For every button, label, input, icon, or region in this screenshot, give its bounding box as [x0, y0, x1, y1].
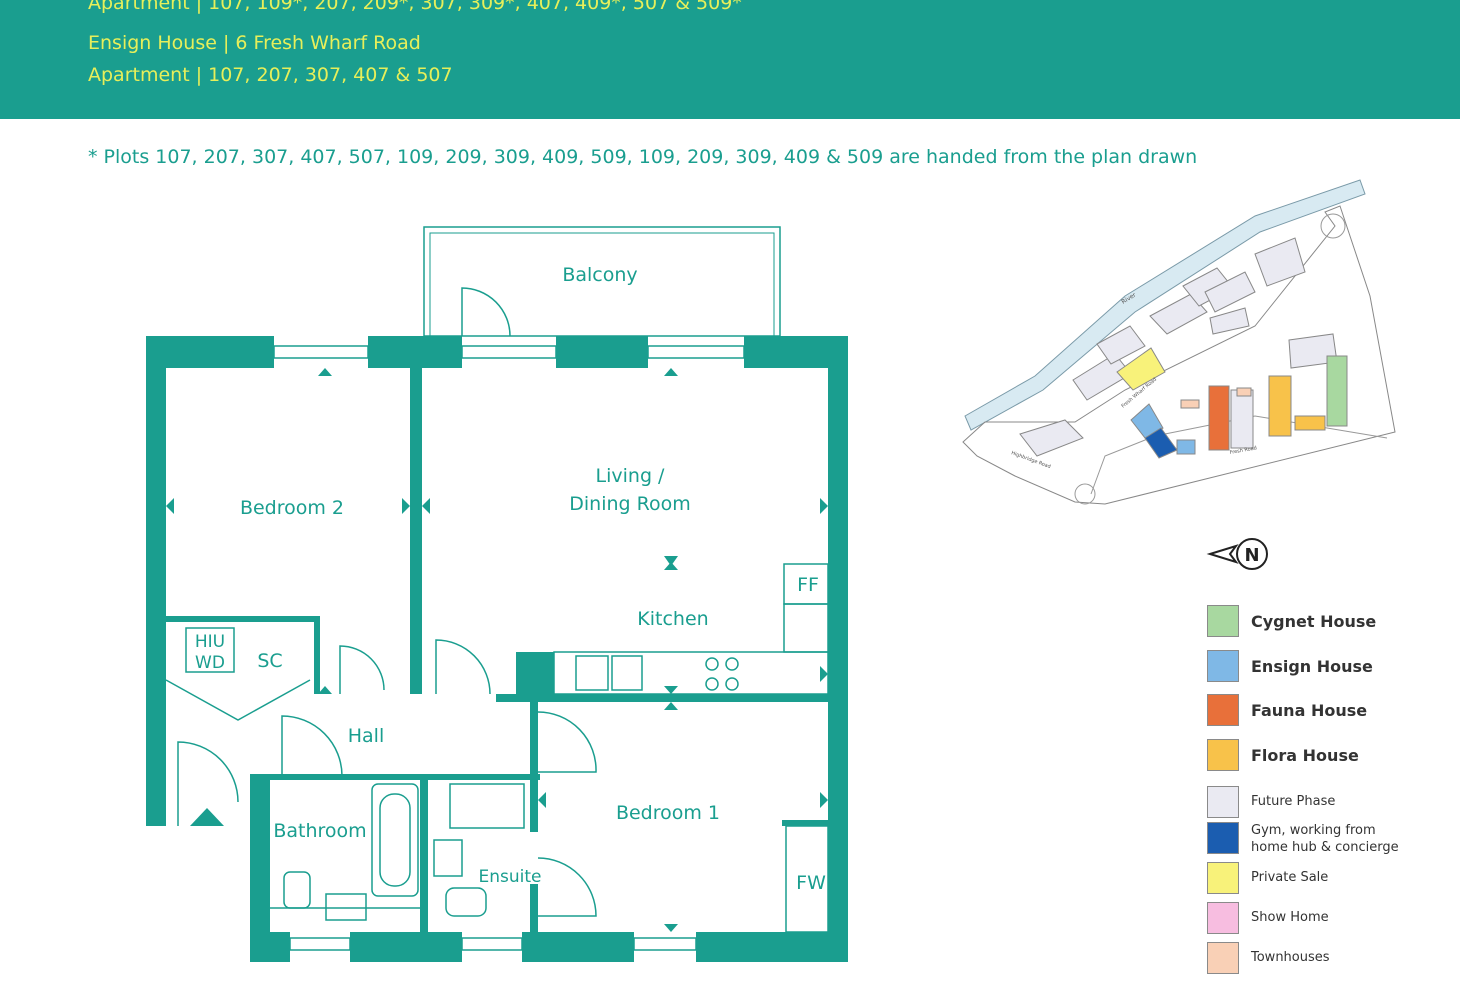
site-flora-house [1268, 375, 1292, 437]
site-fauna-house [1208, 385, 1230, 451]
wall-sc-top [166, 616, 318, 622]
wall-left [146, 336, 166, 826]
header-line-2: Ensign House | 6 Fresh Wharf Road [88, 32, 421, 54]
wall-kitchen-block [516, 652, 554, 694]
legend-swatch [1207, 942, 1239, 974]
legend-label: Ensign House [1251, 657, 1373, 676]
legend-label: Cygnet House [1251, 612, 1377, 631]
header-line-3: Apartment | 107, 207, 307, 407 & 507 [88, 64, 453, 86]
legend-label: Fauna House [1251, 701, 1368, 720]
legend-label: Private Sale [1251, 870, 1329, 885]
site-road-2: Fresh Road [1229, 445, 1257, 456]
header-line-1: Apartment | 107, 109*, 207, 209*, 307, 3… [88, 0, 742, 14]
legend-label: Show Home [1251, 910, 1329, 925]
legend-swatch [1207, 902, 1239, 934]
label-kitchen: Kitchen [637, 608, 708, 630]
site-map: River Fresh Wharf Road Fresh Road Highbr… [962, 179, 1396, 505]
site-cygnet-house [1326, 355, 1348, 427]
compass-n-label: N [1244, 545, 1259, 566]
wall-kitchen-bottom [496, 694, 828, 702]
legend-swatch [1207, 862, 1239, 894]
north-compass-icon: N [1206, 538, 1268, 570]
label-bedroom-2: Bedroom 2 [240, 497, 344, 519]
legend-swatch [1207, 739, 1239, 771]
legend-swatch [1207, 650, 1239, 682]
legend-label: Future Phase [1251, 794, 1336, 809]
label-bedroom-1: Bedroom 1 [616, 802, 720, 824]
site-private-sale [1116, 347, 1166, 391]
label-sc: SC [257, 650, 282, 672]
legend-label: Townhouses [1251, 950, 1330, 965]
wall-fw [782, 820, 828, 826]
wall-top-left [146, 336, 274, 368]
wall-right [828, 336, 848, 962]
wall-bath-left [250, 776, 270, 962]
label-hiu: HIU [195, 632, 225, 652]
label-living-2: Dining Room [569, 493, 690, 515]
legend-swatch [1207, 786, 1239, 818]
site-outline [962, 205, 1396, 505]
wall-ens-right [530, 884, 538, 934]
wall-bottom-4 [696, 932, 848, 962]
site-ensign-house [1130, 403, 1164, 439]
wall-bed1-left [530, 702, 538, 832]
label-ensuite: Ensuite [479, 867, 542, 887]
label-wd: WD [195, 653, 225, 673]
river [964, 179, 1366, 431]
label-ff: FF [797, 574, 819, 596]
header-banner: Apartment | 107, 109*, 207, 209*, 307, 3… [0, 0, 1460, 119]
label-living-1: Living / [596, 465, 666, 487]
legend-swatch [1207, 605, 1239, 637]
label-bathroom: Bathroom [273, 820, 366, 842]
legend-label: Gym, working from home hub & concierge [1251, 823, 1399, 855]
label-fw: FW [796, 872, 826, 894]
wall-sc-right [314, 616, 320, 694]
label-hall: Hall [348, 725, 385, 747]
wall-bottom-3 [522, 932, 634, 962]
legend-swatch [1207, 822, 1239, 854]
legend-swatch [1207, 694, 1239, 726]
wall-top-mid2 [556, 336, 648, 368]
legend-label: Flora House [1251, 746, 1359, 765]
wall-bath-ens [420, 776, 428, 936]
wall-bath-top [250, 774, 540, 780]
wall-bottom-2 [350, 932, 462, 962]
wall-bed2-right [410, 368, 422, 694]
handing-note: * Plots 107, 207, 307, 407, 507, 109, 20… [88, 146, 1198, 168]
label-balcony: Balcony [562, 264, 637, 286]
wall-top-mid [368, 336, 462, 368]
